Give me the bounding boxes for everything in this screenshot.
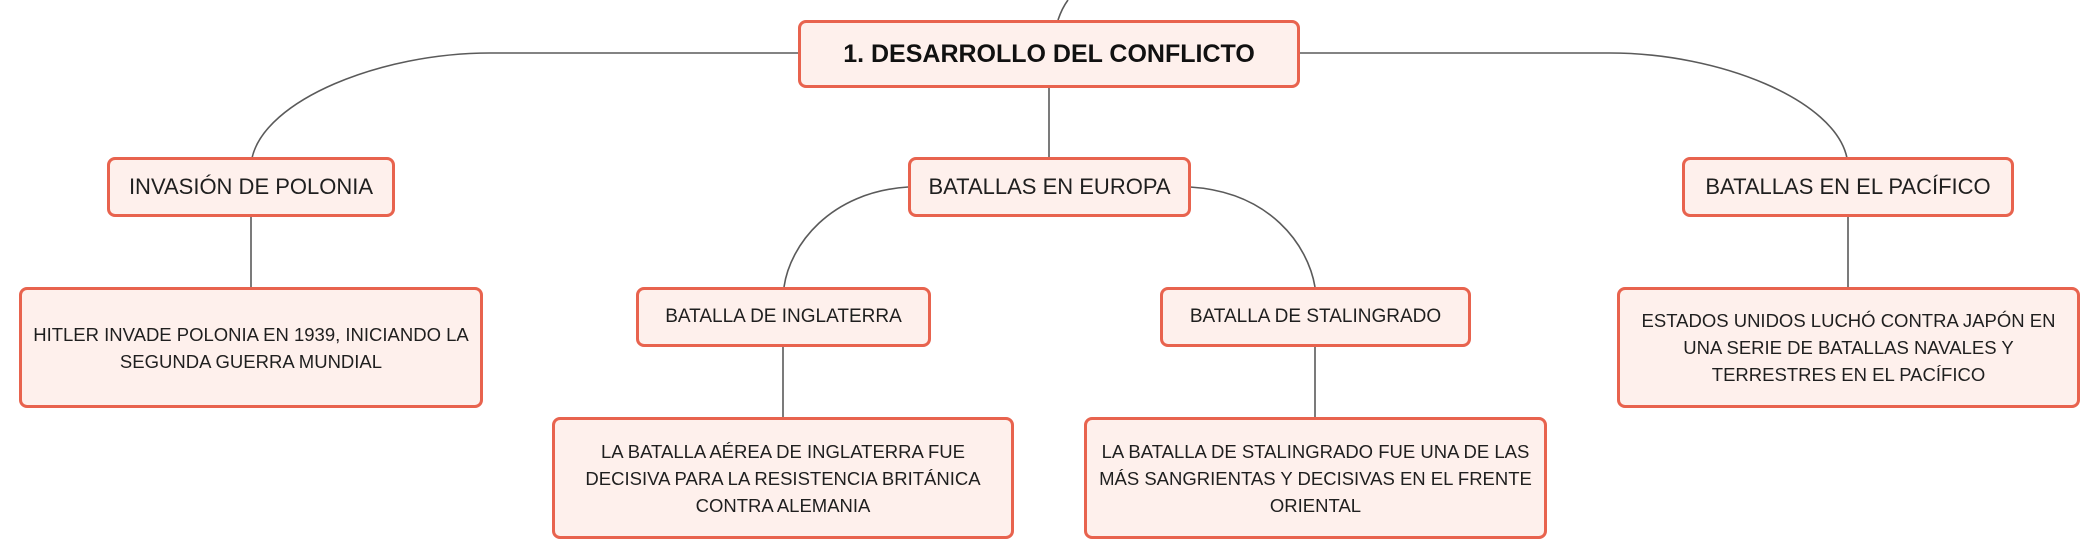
root-topic-label: 1. DESARROLLO DEL CONFLICTO <box>843 39 1255 68</box>
detail-label-invasion-de-polonia: HITLER INVADE POLONIA EN 1939, INICIANDO… <box>33 323 469 372</box>
detail-node-batalla-de-inglaterra[interactable]: LA BATALLA AÉREA DE INGLATERRA FUE DECIS… <box>552 417 1014 539</box>
connector-europa-stalingrado <box>1189 186 1316 288</box>
detail-node-batalla-de-stalingrado[interactable]: LA BATALLA DE STALINGRADO FUE UNA DE LAS… <box>1084 417 1547 539</box>
connector-root-invasion <box>251 52 798 159</box>
detail-label-batalla-de-stalingrado: LA BATALLA DE STALINGRADO FUE UNA DE LAS… <box>1099 440 1532 516</box>
detail-node-batallas-en-el-pacifico[interactable]: ESTADOS UNIDOS LUCHÓ CONTRA JAPÓN EN UNA… <box>1617 287 2080 408</box>
topic-node-batallas-en-el-pacifico[interactable]: BATALLAS EN EL PACÍFICO <box>1682 157 2014 217</box>
topic-label-batallas-en-europa: BATALLAS EN EUROPA <box>928 174 1171 199</box>
topic-node-batallas-en-europa[interactable]: BATALLAS EN EUROPA <box>908 157 1191 217</box>
topic-label-batallas-en-el-pacifico: BATALLAS EN EL PACÍFICO <box>1705 174 1991 199</box>
detail-label-batalla-de-inglaterra: LA BATALLA AÉREA DE INGLATERRA FUE DECIS… <box>585 440 981 516</box>
connector-europa-inglaterra <box>783 186 909 288</box>
topic-label-batalla-de-stalingrado: BATALLA DE STALINGRADO <box>1189 306 1442 327</box>
root-topic-node[interactable]: 1. DESARROLLO DEL CONFLICTO <box>798 20 1300 88</box>
topic-node-invasion-de-polonia[interactable]: INVASIÓN DE POLONIA <box>107 157 395 217</box>
detail-label-batallas-en-el-pacifico: ESTADOS UNIDOS LUCHÓ CONTRA JAPÓN EN UNA… <box>1641 310 2056 385</box>
topic-label-invasion-de-polonia: INVASIÓN DE POLONIA <box>128 174 374 199</box>
topic-node-batalla-de-inglaterra[interactable]: BATALLA DE INGLATERRA <box>636 287 931 347</box>
connector-root-pacifico <box>1300 52 1848 159</box>
topic-node-batalla-de-stalingrado[interactable]: BATALLA DE STALINGRADO <box>1160 287 1471 347</box>
topic-label-batalla-de-inglaterra: BATALLA DE INGLATERRA <box>665 306 902 327</box>
detail-node-invasion-de-polonia[interactable]: HITLER INVADE POLONIA EN 1939, INICIANDO… <box>19 287 483 408</box>
connector-root-parent <box>1057 0 1069 21</box>
